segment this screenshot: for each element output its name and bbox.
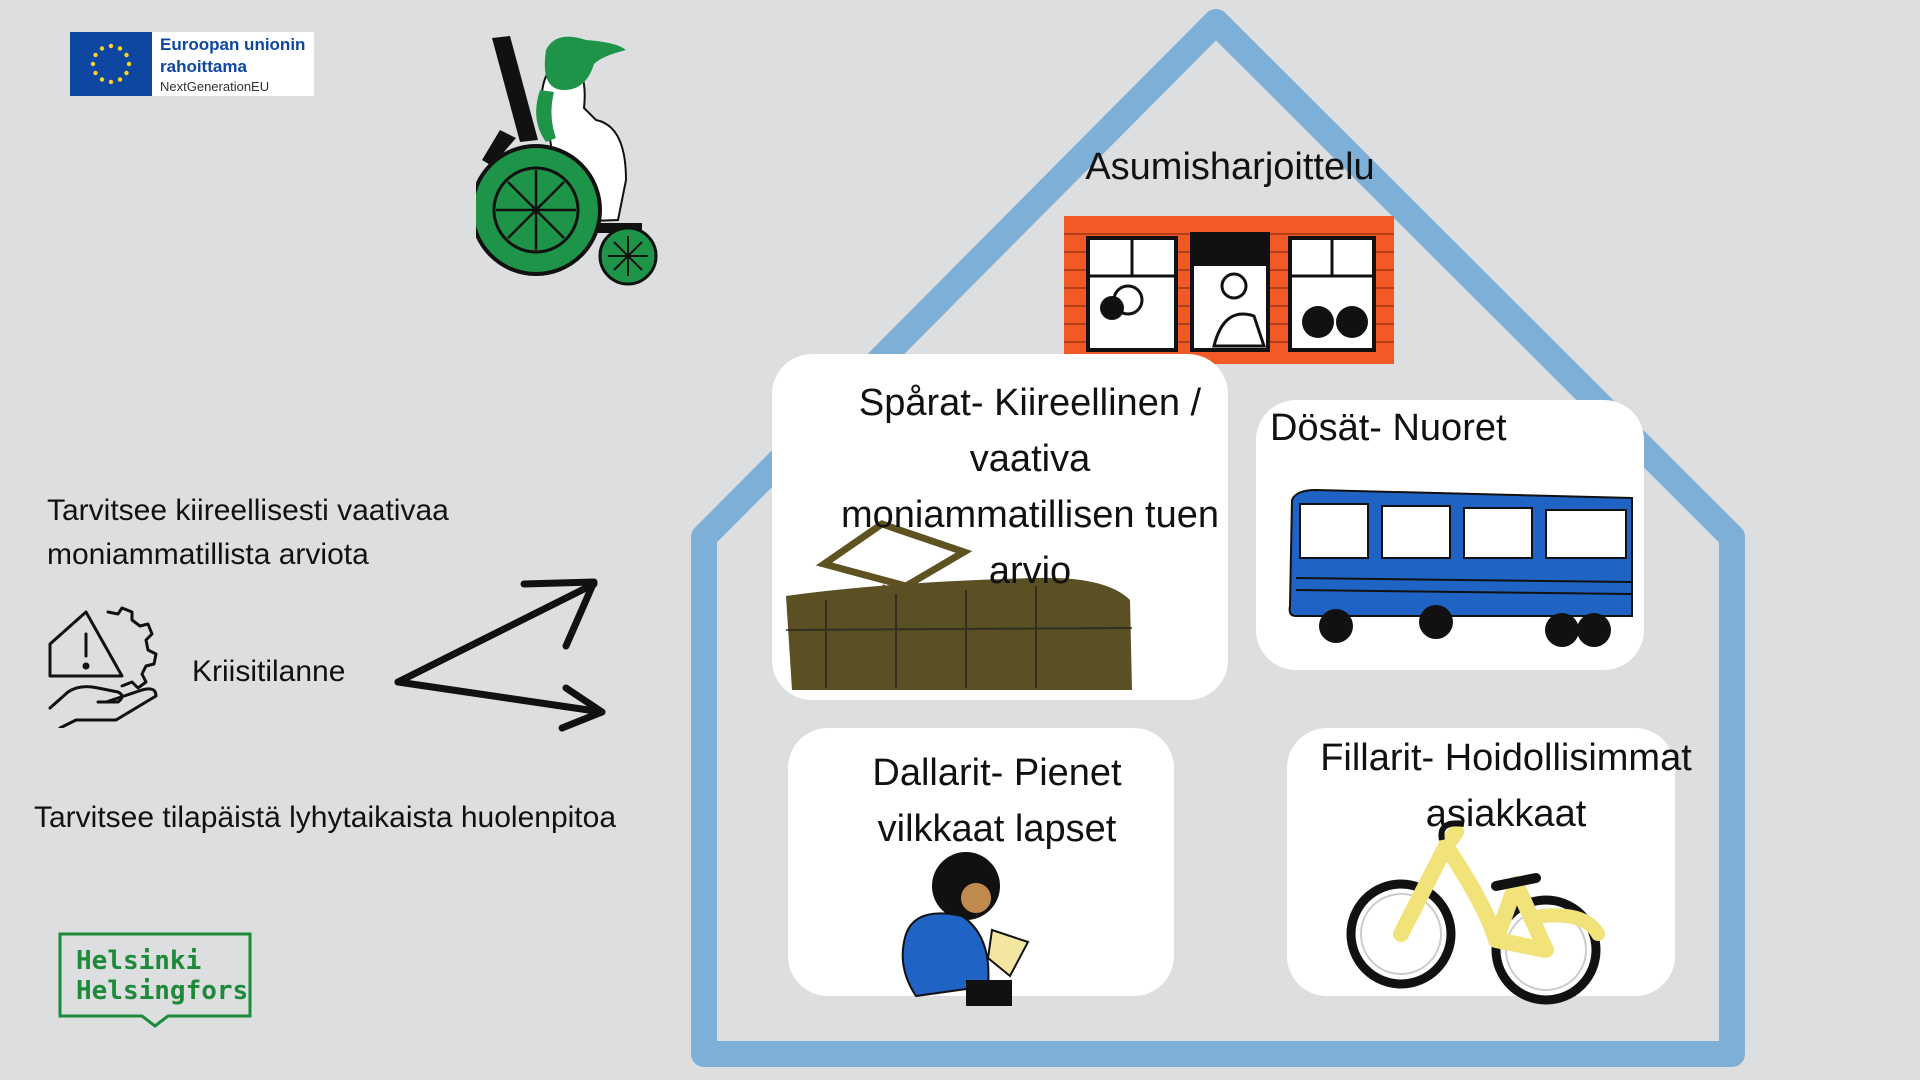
tram-icon bbox=[786, 520, 1133, 690]
card-dallarit-title: Dallarit- Pienet vilkkaat lapset bbox=[800, 745, 1194, 857]
left-top-line-1: Tarvitsee kiireellisesti vaativaa bbox=[47, 494, 449, 527]
apartment-windows-icon bbox=[1064, 216, 1394, 364]
eu-logo-text: Euroopan unionin rahoittama bbox=[160, 34, 305, 78]
helsinki-logo-line-1: Helsinki bbox=[76, 946, 202, 976]
crisis-label: Kriisitilanne bbox=[192, 655, 346, 688]
eu-line-1: Euroopan unionin bbox=[160, 35, 306, 54]
eu-line-2: rahoittama bbox=[160, 57, 247, 76]
card-dosat-title: Dösät- Nuoret bbox=[1270, 407, 1507, 449]
helsinki-logo: Helsinki Helsingfors bbox=[58, 932, 252, 1028]
left-top-line-2: moniammatillista arviota bbox=[47, 538, 369, 571]
left-bottom-text: Tarvitsee tilapäistä lyhytaikaista huole… bbox=[34, 801, 616, 834]
roof-label: Asumisharjoittelu bbox=[1085, 146, 1375, 188]
card-sparat-title: Spårat- Kiireellinen / vaativa moniammat… bbox=[820, 375, 1240, 599]
card-fillarit-line-1: Fillarit- Hoidollisimmat bbox=[1320, 737, 1692, 779]
card-dallarit-line-2: vilkkaat lapset bbox=[877, 808, 1117, 850]
card-dallarit-line-1: Dallarit- Pienet bbox=[872, 752, 1122, 794]
eu-line-3: NextGenerationEU bbox=[160, 79, 270, 94]
card-sparat-line-3: moniammatillisen tuen bbox=[840, 494, 1220, 536]
child-icon bbox=[901, 852, 1030, 1006]
card-sparat-line-2: vaativa bbox=[969, 438, 1091, 480]
helsinki-logo-line-2: Helsingfors bbox=[76, 976, 249, 1006]
bus-icon bbox=[1288, 488, 1633, 647]
left-top-text: Tarvitsee kiireellisesti vaativaa moniam… bbox=[47, 489, 449, 577]
eu-flag-icon bbox=[70, 32, 152, 96]
card-sparat-line-4: arvio bbox=[988, 550, 1072, 592]
wheelchair-person-icon bbox=[476, 36, 658, 286]
branching-arrows-icon bbox=[394, 578, 606, 732]
card-sparat-line-1: Spårat- Kiireellinen / bbox=[858, 382, 1202, 424]
eu-funding-logo: Euroopan unionin rahoittama NextGenerati… bbox=[70, 32, 314, 96]
bicycle-icon bbox=[1346, 820, 1605, 1005]
crisis-hand-gear-warning-icon bbox=[48, 606, 158, 728]
